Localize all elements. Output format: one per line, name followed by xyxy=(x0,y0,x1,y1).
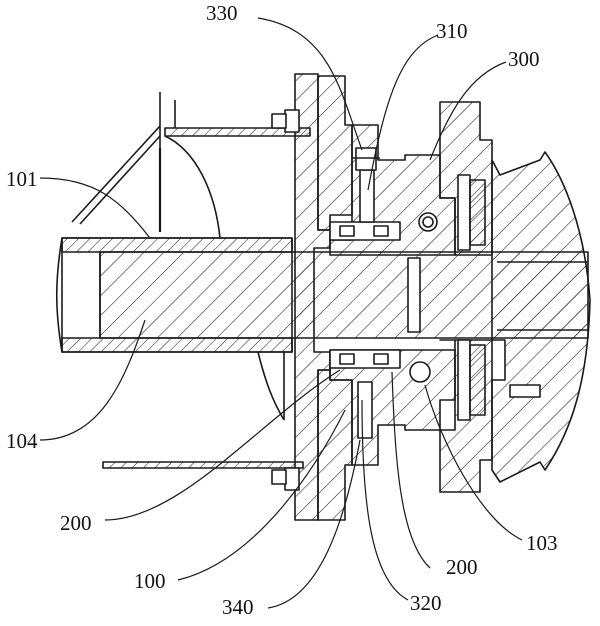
blade-lower xyxy=(257,351,285,421)
nozzle-330 xyxy=(355,147,377,171)
flange-bolt-lower xyxy=(284,467,300,491)
blade-plate-lower xyxy=(102,461,304,469)
label-101: 101 xyxy=(6,167,38,191)
leader-101 xyxy=(39,177,151,239)
label-310: 310 xyxy=(436,19,468,43)
shaft-end-block xyxy=(407,257,421,333)
tube-left-end xyxy=(55,237,63,353)
flange-bolt-upper xyxy=(284,109,300,133)
label-330: 330 xyxy=(206,1,238,25)
leader-103 xyxy=(424,384,523,541)
label-320: 320 xyxy=(410,591,442,615)
leader-300 xyxy=(429,61,507,161)
oil-channel-340 xyxy=(357,381,373,439)
label-340: 340 xyxy=(222,595,254,619)
ball-upper xyxy=(418,212,438,232)
label-200-right: 200 xyxy=(446,555,478,579)
leader-330 xyxy=(257,17,363,151)
label-100: 100 xyxy=(134,569,166,593)
upper-left-block xyxy=(317,75,353,231)
leader-310 xyxy=(367,34,439,191)
ball-103 xyxy=(409,361,431,383)
tube-wall-top xyxy=(61,237,293,253)
pulley-upper xyxy=(457,174,471,251)
leader-100 xyxy=(177,409,346,581)
leader-104 xyxy=(39,319,146,441)
lower-left-block xyxy=(317,369,353,521)
tube-wall-bottom xyxy=(61,337,293,353)
label-300: 300 xyxy=(508,47,540,71)
shaft xyxy=(99,251,589,339)
leader-340 xyxy=(267,439,361,609)
label-103: 103 xyxy=(526,531,558,555)
key-slot xyxy=(509,384,541,398)
label-200-left: 200 xyxy=(60,511,92,535)
leader-200-left xyxy=(104,369,341,521)
leader-200-right xyxy=(391,371,431,569)
leader-320 xyxy=(361,399,409,601)
blade-upper xyxy=(164,135,221,239)
label-104: 104 xyxy=(6,429,38,453)
oil-channel-310 xyxy=(359,169,375,223)
pulley-lower xyxy=(457,339,471,421)
